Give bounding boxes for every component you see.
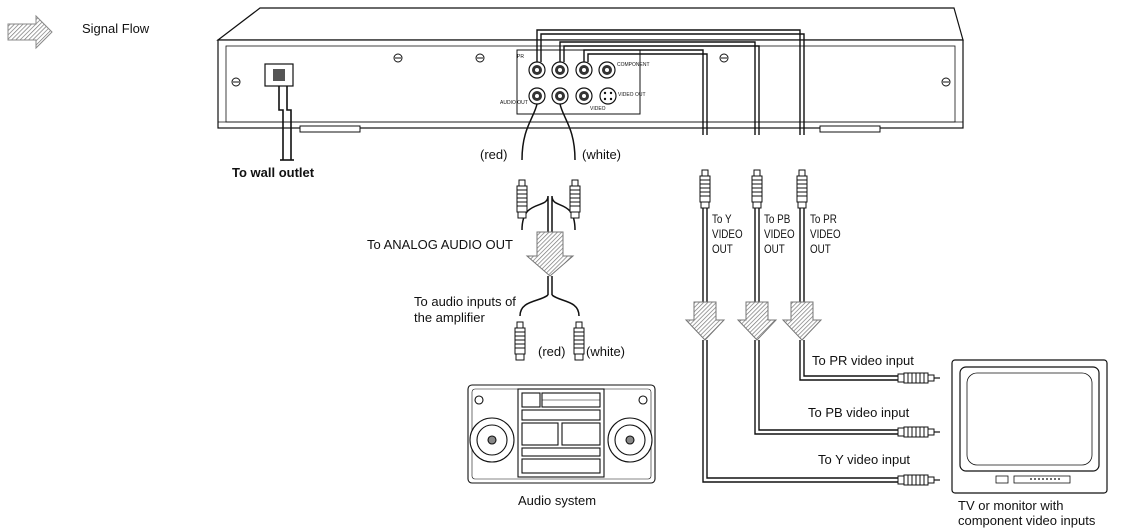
plug-y-bottom bbox=[897, 474, 941, 486]
pb-video-input-label: To PB video input bbox=[808, 405, 910, 420]
jack-pb bbox=[551, 61, 569, 79]
plug-y-top bbox=[699, 169, 711, 209]
dvd-player-back-panel bbox=[216, 7, 964, 133]
tv-caption: TV or monitor with component video input… bbox=[958, 498, 1096, 528]
panel-label-video-out: VIDEO OUT bbox=[618, 92, 646, 98]
audio-system-caption: Audio system bbox=[518, 493, 597, 508]
plug-pr-bottom bbox=[897, 372, 941, 384]
legend-label: Signal Flow bbox=[82, 21, 150, 36]
audio-cable-top bbox=[521, 103, 576, 232]
plug-pr-top bbox=[796, 169, 808, 209]
panel-label-video: VIDEO bbox=[590, 106, 606, 112]
white-bottom-label: (white) bbox=[586, 344, 626, 359]
red-top-label: (red) bbox=[480, 147, 508, 162]
panel-label-pr: PR bbox=[517, 54, 524, 60]
audio-flow-arrow bbox=[525, 231, 575, 277]
red-bottom-label: (red) bbox=[538, 344, 566, 359]
jack-audio-l bbox=[528, 87, 546, 105]
jack-pr bbox=[528, 61, 546, 79]
plug-red-bottom bbox=[514, 321, 526, 361]
plug-red-top bbox=[516, 179, 528, 219]
hatched-arrow-icon bbox=[7, 14, 53, 50]
audio-inputs-label: To audio inputs of the amplifier bbox=[414, 294, 516, 325]
panel-label-component: COMPONENT bbox=[617, 62, 650, 68]
jack-s-video bbox=[599, 87, 617, 105]
pb-video-out-label: To PB VIDEO OUT bbox=[764, 212, 795, 256]
analog-audio-out-label: To ANALOG AUDIO OUT bbox=[367, 237, 513, 252]
plug-white-top bbox=[569, 179, 581, 219]
jack-coaxial bbox=[598, 61, 616, 79]
wall-outlet-label: To wall outlet bbox=[232, 165, 315, 180]
tv-monitor-icon bbox=[951, 359, 1108, 494]
pr-video-input-label: To PR video input bbox=[812, 353, 914, 368]
y-video-out-label: To Y VIDEO OUT bbox=[712, 212, 743, 256]
panel-label-audio-out: AUDIO OUT bbox=[500, 100, 528, 106]
white-top-label: (white) bbox=[582, 147, 622, 162]
power-cord bbox=[278, 86, 294, 161]
plug-pb-top bbox=[751, 169, 763, 209]
jack-video bbox=[575, 87, 593, 105]
plug-pb-bottom bbox=[897, 426, 941, 438]
plug-white-bottom bbox=[573, 321, 585, 361]
pr-video-out-label: To PR VIDEO OUT bbox=[810, 212, 841, 256]
video-flow-arrows bbox=[684, 301, 823, 341]
jack-audio-r bbox=[551, 87, 569, 105]
jack-y bbox=[575, 61, 593, 79]
component-cables bbox=[536, 29, 906, 483]
audio-system-icon bbox=[467, 384, 656, 484]
y-video-input-label: To Y video input bbox=[818, 452, 911, 467]
audio-cable-bottom bbox=[519, 276, 580, 317]
